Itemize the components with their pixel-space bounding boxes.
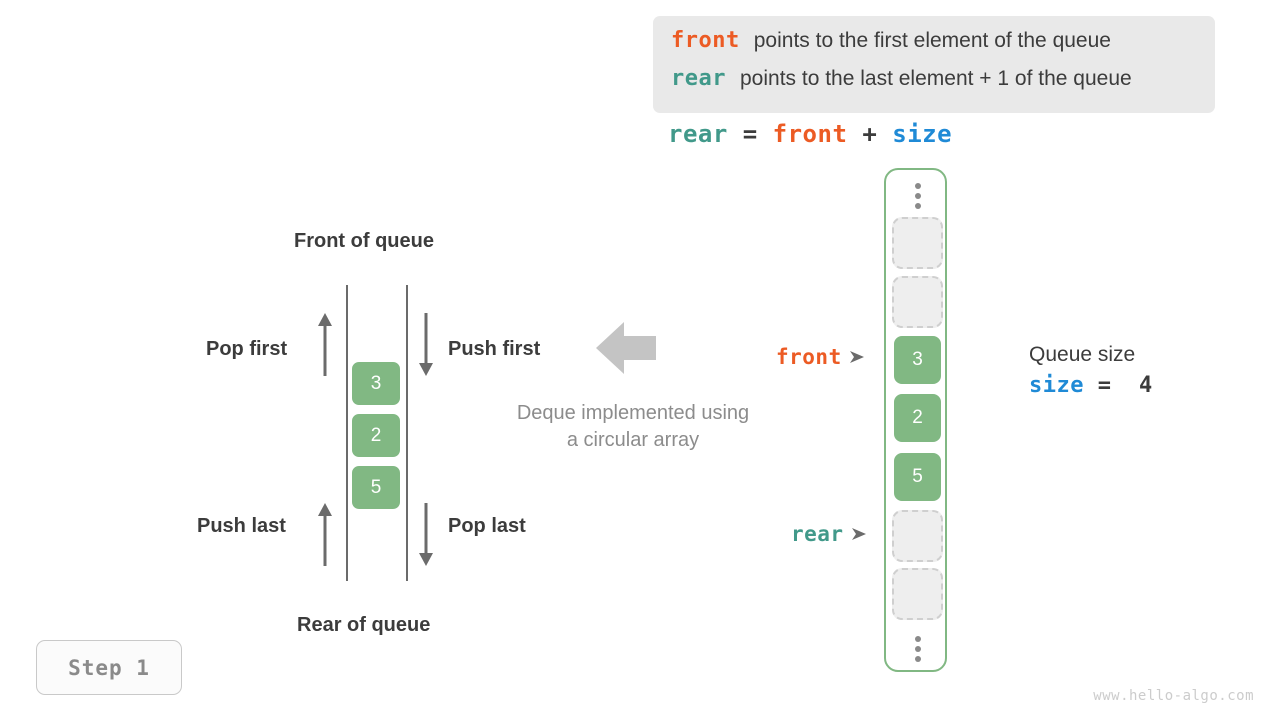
arrow-up-icon bbox=[318, 503, 332, 566]
ellipsis-top-icon bbox=[886, 172, 949, 219]
queue-size-label: Queue size bbox=[1029, 343, 1136, 366]
array-slot-empty bbox=[892, 568, 943, 620]
pop-last-label: Pop last bbox=[448, 515, 526, 537]
dot bbox=[914, 635, 921, 642]
caption-line-2: a circular array bbox=[566, 429, 700, 451]
arrow-up-icon bbox=[318, 313, 332, 376]
rear-pointer: rear bbox=[791, 522, 868, 546]
rear-keyword: rear bbox=[671, 66, 726, 91]
size-value: 4 bbox=[1138, 373, 1153, 398]
dot bbox=[914, 655, 921, 662]
front-pointer: front bbox=[776, 345, 866, 369]
circular-array-container: 3 2 5 bbox=[884, 168, 947, 672]
queue-size-info: Queue size size = 4 bbox=[1029, 343, 1153, 398]
watermark: www.hello-algo.com bbox=[1093, 688, 1254, 704]
deque-rail-right bbox=[406, 285, 408, 581]
rear-pointer-label: rear bbox=[791, 522, 844, 546]
front-keyword: front bbox=[671, 28, 740, 53]
array-slot-empty bbox=[892, 276, 943, 328]
pointer-arrowhead-icon bbox=[851, 528, 866, 540]
array-slot-empty bbox=[892, 510, 943, 562]
pop-first-label: Pop first bbox=[206, 338, 288, 360]
deque-rail-left bbox=[346, 285, 348, 581]
equation-equals: = bbox=[742, 120, 758, 148]
legend-line-front: front points to the first element of the… bbox=[671, 28, 1197, 66]
legend-line-rear: rear points to the last element + 1 of t… bbox=[671, 66, 1197, 104]
equation-front-term: front bbox=[772, 120, 848, 148]
rear-equation: rear = front + size bbox=[668, 120, 952, 148]
arrow-down-icon bbox=[419, 503, 433, 566]
deque-cell: 5 bbox=[350, 464, 402, 511]
step-badge: Step 1 bbox=[36, 640, 182, 695]
deque-cell: 3 bbox=[350, 360, 402, 407]
push-first-label: Push first bbox=[448, 338, 541, 360]
size-variable: size bbox=[1029, 373, 1084, 398]
array-slot-filled: 5 bbox=[892, 451, 943, 503]
equation-plus: + bbox=[862, 120, 878, 148]
queue-size-expression: size = 4 bbox=[1029, 373, 1153, 398]
array-slot-empty bbox=[892, 217, 943, 269]
rear-description: points to the last element + 1 of the qu… bbox=[739, 67, 1132, 90]
array-slot-filled: 2 bbox=[892, 392, 943, 444]
push-last-label: Push last bbox=[197, 515, 286, 537]
array-slot-filled: 3 bbox=[892, 334, 943, 386]
front-description: points to the first element of the queue bbox=[753, 29, 1111, 52]
rear-of-queue-label: Rear of queue bbox=[297, 614, 431, 636]
deque-cell: 2 bbox=[350, 412, 402, 459]
caption-line-1: Deque implemented using bbox=[516, 402, 750, 424]
diagram-caption: Deque implemented using a circular array bbox=[493, 400, 773, 454]
equation-rear-term: rear bbox=[668, 120, 728, 148]
front-pointer-label: front bbox=[776, 345, 842, 369]
arrow-down-icon bbox=[419, 313, 433, 376]
dot bbox=[914, 182, 921, 189]
legend-note-box: front points to the first element of the… bbox=[653, 16, 1215, 113]
ellipsis-bottom-icon bbox=[886, 625, 949, 672]
front-of-queue-label: Front of queue bbox=[294, 230, 434, 252]
dot bbox=[914, 645, 921, 652]
dot bbox=[914, 202, 921, 209]
dot bbox=[914, 192, 921, 199]
pointer-arrowhead-icon bbox=[849, 351, 864, 363]
equation-size-term: size bbox=[892, 120, 953, 148]
arrow-left-icon bbox=[596, 322, 656, 374]
size-equals: = bbox=[1097, 373, 1112, 398]
